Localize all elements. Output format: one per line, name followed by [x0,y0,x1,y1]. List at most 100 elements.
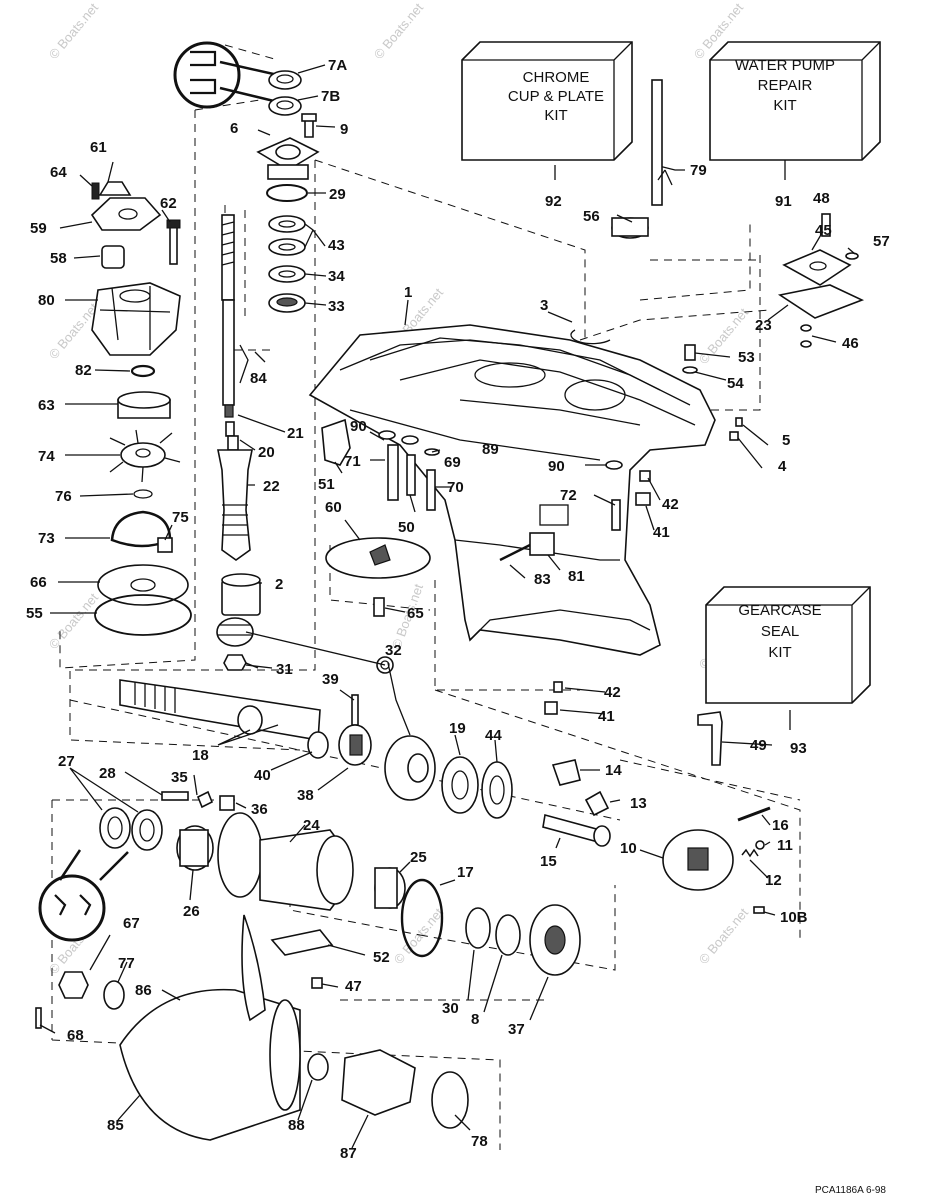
callout-33: 33 [328,298,345,315]
callout-84: 84 [250,370,267,387]
ball-11 [755,840,765,850]
pump-shaft-22 [217,435,253,561]
screw-35 [161,791,189,801]
callout-90: 90 [350,418,367,435]
callout-35: 35 [171,769,188,786]
pump-housing-80 [91,282,181,356]
clutch-dog-38 [338,724,372,766]
callout-19: 19 [449,720,466,737]
callout-80: 80 [38,292,55,309]
washer-34 [268,265,306,283]
pin-10b [753,906,765,914]
callout-14: 14 [605,762,622,779]
callout-32: 32 [385,642,402,659]
forward-gear-32 [384,735,436,801]
callout-67: 67 [123,915,140,932]
spacer-77 [103,980,125,1010]
callout-2: 2 [275,576,283,593]
nut-31 [223,654,247,671]
gasket-73 [110,510,172,548]
pin-16 [737,806,771,822]
decal-81 [529,532,555,556]
screw-72 [611,499,621,531]
callout-42a: 42 [662,496,679,513]
screw-41-upper [635,492,651,506]
callout-48: 48 [813,190,830,207]
callout-10: 10 [620,840,637,857]
washer-90b [605,460,623,470]
callout-37: 37 [508,1021,525,1038]
impeller-74 [109,429,181,483]
kit-gearcase-line-3: KIT [768,644,791,661]
anode-52 [270,929,334,956]
callout-24: 24 [303,817,320,834]
washers-46 [800,324,812,348]
screw-62 [166,219,181,265]
callout-8: 8 [471,1011,479,1028]
callout-27: 27 [58,753,75,770]
callout-6: 6 [230,120,238,137]
callout-47: 47 [345,978,362,995]
callout-44: 44 [485,727,502,744]
callout-41b: 41 [598,708,615,725]
callout-25: 25 [410,849,427,866]
callout-46: 46 [842,335,859,352]
o-ring-29 [266,184,308,202]
callout-labels: 7A 7B 9 6 29 43 34 33 61 64 62 59 58 80 … [26,57,890,1162]
callout-62: 62 [160,195,177,212]
callout-18: 18 [192,747,209,764]
screw-42-upper [639,470,651,482]
callout-69: 69 [444,454,461,471]
kit-chrome-line-3: KIT [544,107,567,124]
callout-63: 63 [38,397,55,414]
propeller-86 [119,914,301,1141]
reverse-gear-37 [529,904,581,976]
callout-11: 11 [777,837,793,854]
shaft-15 [542,813,611,847]
callout-76: 76 [55,488,72,505]
callout-28: 28 [99,765,116,782]
ring-40 [307,731,329,759]
callout-39: 39 [322,671,339,688]
gasket-23 [777,284,865,319]
kit-water-pump-line-3: KIT [773,97,796,114]
callout-82: 82 [75,362,92,379]
gearcase-housing [308,324,716,656]
cover-45 [782,249,852,286]
o-ring-76 [133,489,153,499]
watermark: © Boats.net [46,590,102,652]
callout-77: 77 [118,955,135,972]
washer-35 [196,790,214,809]
washer-54 [682,366,698,374]
drive-shaft-84 [221,214,235,418]
pushrod-79 [651,79,663,206]
cotter-68 [35,1007,42,1029]
callout-15: 15 [540,853,557,870]
pin-5 [735,417,743,427]
washer-89 [401,435,419,445]
seal-3 [570,329,611,345]
callout-72: 72 [560,487,577,504]
callout-38: 38 [297,787,314,804]
kit-box-chrome: CHROME CUP & PLATE KIT [461,41,633,161]
screw-83 [499,543,531,562]
thrust-washer-30 [465,907,491,949]
screw-4 [729,431,739,441]
seals-27 [99,807,163,851]
grommet-58 [101,245,125,269]
bearing-25 [374,867,406,909]
callout-9: 9 [340,121,348,138]
callout-49: 49 [750,737,767,754]
nut-67 [58,971,89,999]
plate-66 [97,564,189,606]
kit-box-gearcase-seal: GEARCASE SEAL KIT [705,586,871,704]
callout-64: 64 [50,164,67,181]
diagram-reference-code: PCA1186A 6-98 [815,1185,886,1196]
washer-8 [495,914,521,956]
kit-gearcase-line-1: GEARCASE [738,602,821,619]
callout-83: 83 [534,571,551,588]
screw-47 [311,977,323,989]
callout-3: 3 [540,297,548,314]
kit-chrome-line-2: CUP & PLATE [508,88,604,105]
watermark: © Boats.net [371,0,427,62]
